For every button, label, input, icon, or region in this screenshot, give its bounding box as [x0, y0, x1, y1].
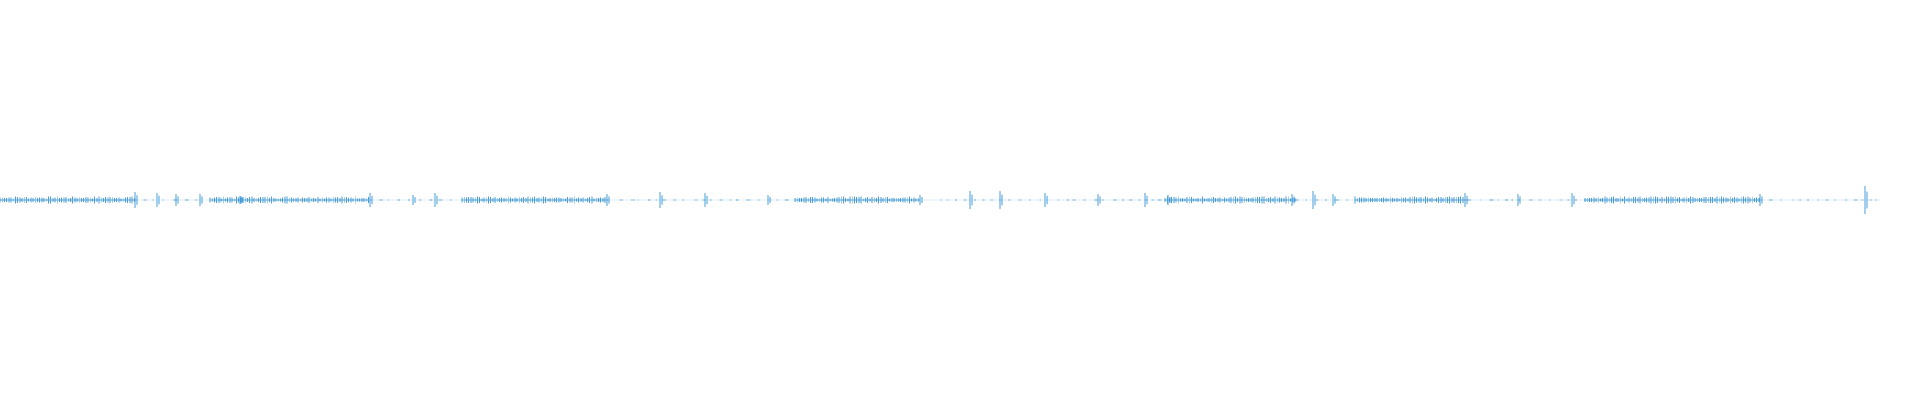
waveform-dense-run: [209, 196, 370, 204]
waveform-dense-run: [1164, 196, 1296, 204]
waveform-dense-run: [1584, 196, 1760, 204]
waveform-dense-run: [1354, 196, 1468, 204]
waveform-dense-run: [794, 196, 920, 204]
waveform-marks: [0, 186, 1877, 214]
waveform-dense-run: [0, 196, 135, 204]
waveform-dense-run: [461, 196, 608, 204]
